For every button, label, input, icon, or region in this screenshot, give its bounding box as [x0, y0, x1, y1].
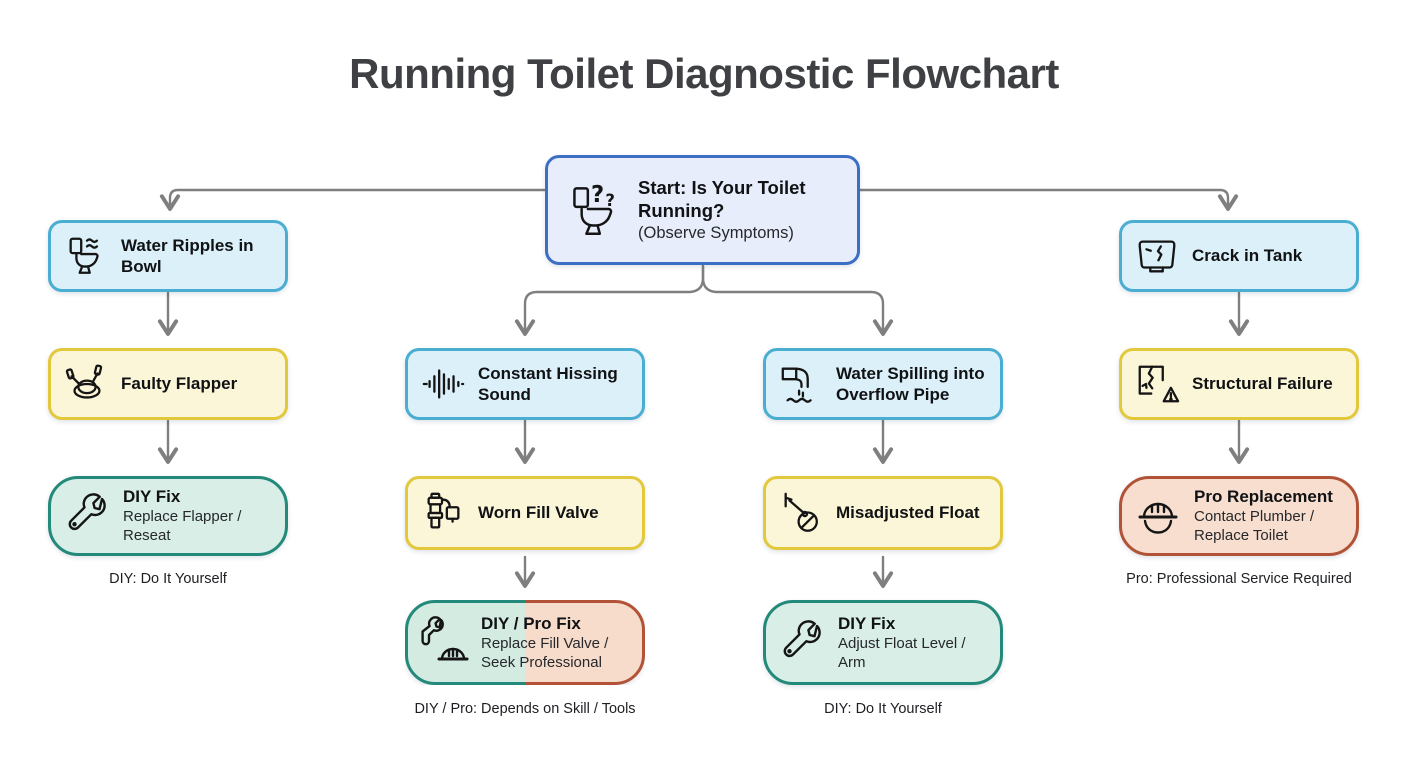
wrench-hardhat-icon [419, 615, 469, 670]
footnote-diy-2: DIY: Do It Yourself [824, 701, 942, 717]
node-sublabel: Replace Fill Valve / Seek Professional [481, 634, 609, 671]
toilet-question-icon: ? ? [560, 181, 626, 239]
start-title: Start: Is Your Toilet Running? [638, 177, 806, 222]
sound-wave-icon [420, 361, 466, 407]
page-title: Running Toilet Diagnostic Flowchart [349, 50, 1059, 97]
svg-text:?: ? [605, 191, 615, 210]
crack-warning-icon [1134, 361, 1180, 407]
node-symptom-crack: Crack in Tank [1119, 220, 1359, 292]
toilet-ripples-icon [63, 233, 109, 279]
node-symptom-overflow: Water Spilling into Overflow Pipe [763, 348, 1003, 420]
wrench-icon [63, 492, 111, 540]
node-fix-replacement: Pro Replacement Contact Plumber / Replac… [1119, 476, 1359, 556]
node-label: DIY Fix [123, 487, 181, 507]
footnote-pro: Pro: Professional Service Required [1126, 571, 1352, 587]
footnote-diy-1: DIY: Do It Yourself [109, 571, 227, 587]
node-cause-float: Misadjusted Float [763, 476, 1003, 550]
node-label: DIY Fix [838, 613, 896, 633]
water-spill-icon [778, 361, 824, 407]
node-fix-flapper: DIY Fix Replace Flapper / Reseat [48, 476, 288, 556]
split-diy-half [405, 600, 525, 685]
tank-crack-icon [1134, 233, 1180, 279]
node-label: Misadjusted Float [836, 503, 980, 523]
wrench-icon [778, 619, 826, 667]
node-symptom-hissing: Constant Hissing Sound [405, 348, 645, 420]
footnote-diy-pro: DIY / Pro: Depends on Skill / Tools [414, 701, 636, 717]
node-label: Structural Failure [1192, 374, 1333, 394]
node-label: Water Ripples in Bowl [121, 235, 254, 276]
node-label: DIY / Pro Fix [481, 613, 581, 633]
node-sublabel: Replace Flapper / Reseat [123, 508, 242, 545]
node-label: Constant Hissing Sound [478, 363, 618, 404]
node-label: Worn Fill Valve [478, 503, 599, 523]
node-fix-float: DIY Fix Adjust Float Level / Arm [763, 600, 1003, 685]
node-cause-structural: Structural Failure [1119, 348, 1359, 420]
node-sublabel: Contact Plumber / Replace Toilet [1194, 508, 1315, 545]
split-pro-half [525, 600, 645, 685]
node-label: Crack in Tank [1192, 246, 1303, 266]
node-cause-flapper: Faulty Flapper [48, 348, 288, 420]
svg-text:?: ? [591, 182, 604, 208]
float-arm-icon [778, 490, 824, 536]
flapper-icon [63, 361, 109, 407]
node-symptom-ripples: Water Ripples in Bowl [48, 220, 288, 292]
node-label: Faulty Flapper [121, 374, 238, 394]
node-cause-fill-valve: Worn Fill Valve [405, 476, 645, 550]
node-label: Pro Replacement [1194, 487, 1333, 507]
start-subtitle: (Observe Symptoms) [638, 224, 794, 243]
node-fix-fill-valve: DIY / Pro Fix Replace Fill Valve / Seek … [405, 600, 645, 685]
node-start: ? ? Start: Is Your Toilet Running? (Obse… [545, 155, 860, 265]
node-sublabel: Adjust Float Level / Arm [838, 634, 966, 671]
node-label: Water Spilling into Overflow Pipe [836, 363, 985, 404]
fill-valve-icon [420, 490, 466, 536]
hardhat-icon [1134, 492, 1182, 540]
